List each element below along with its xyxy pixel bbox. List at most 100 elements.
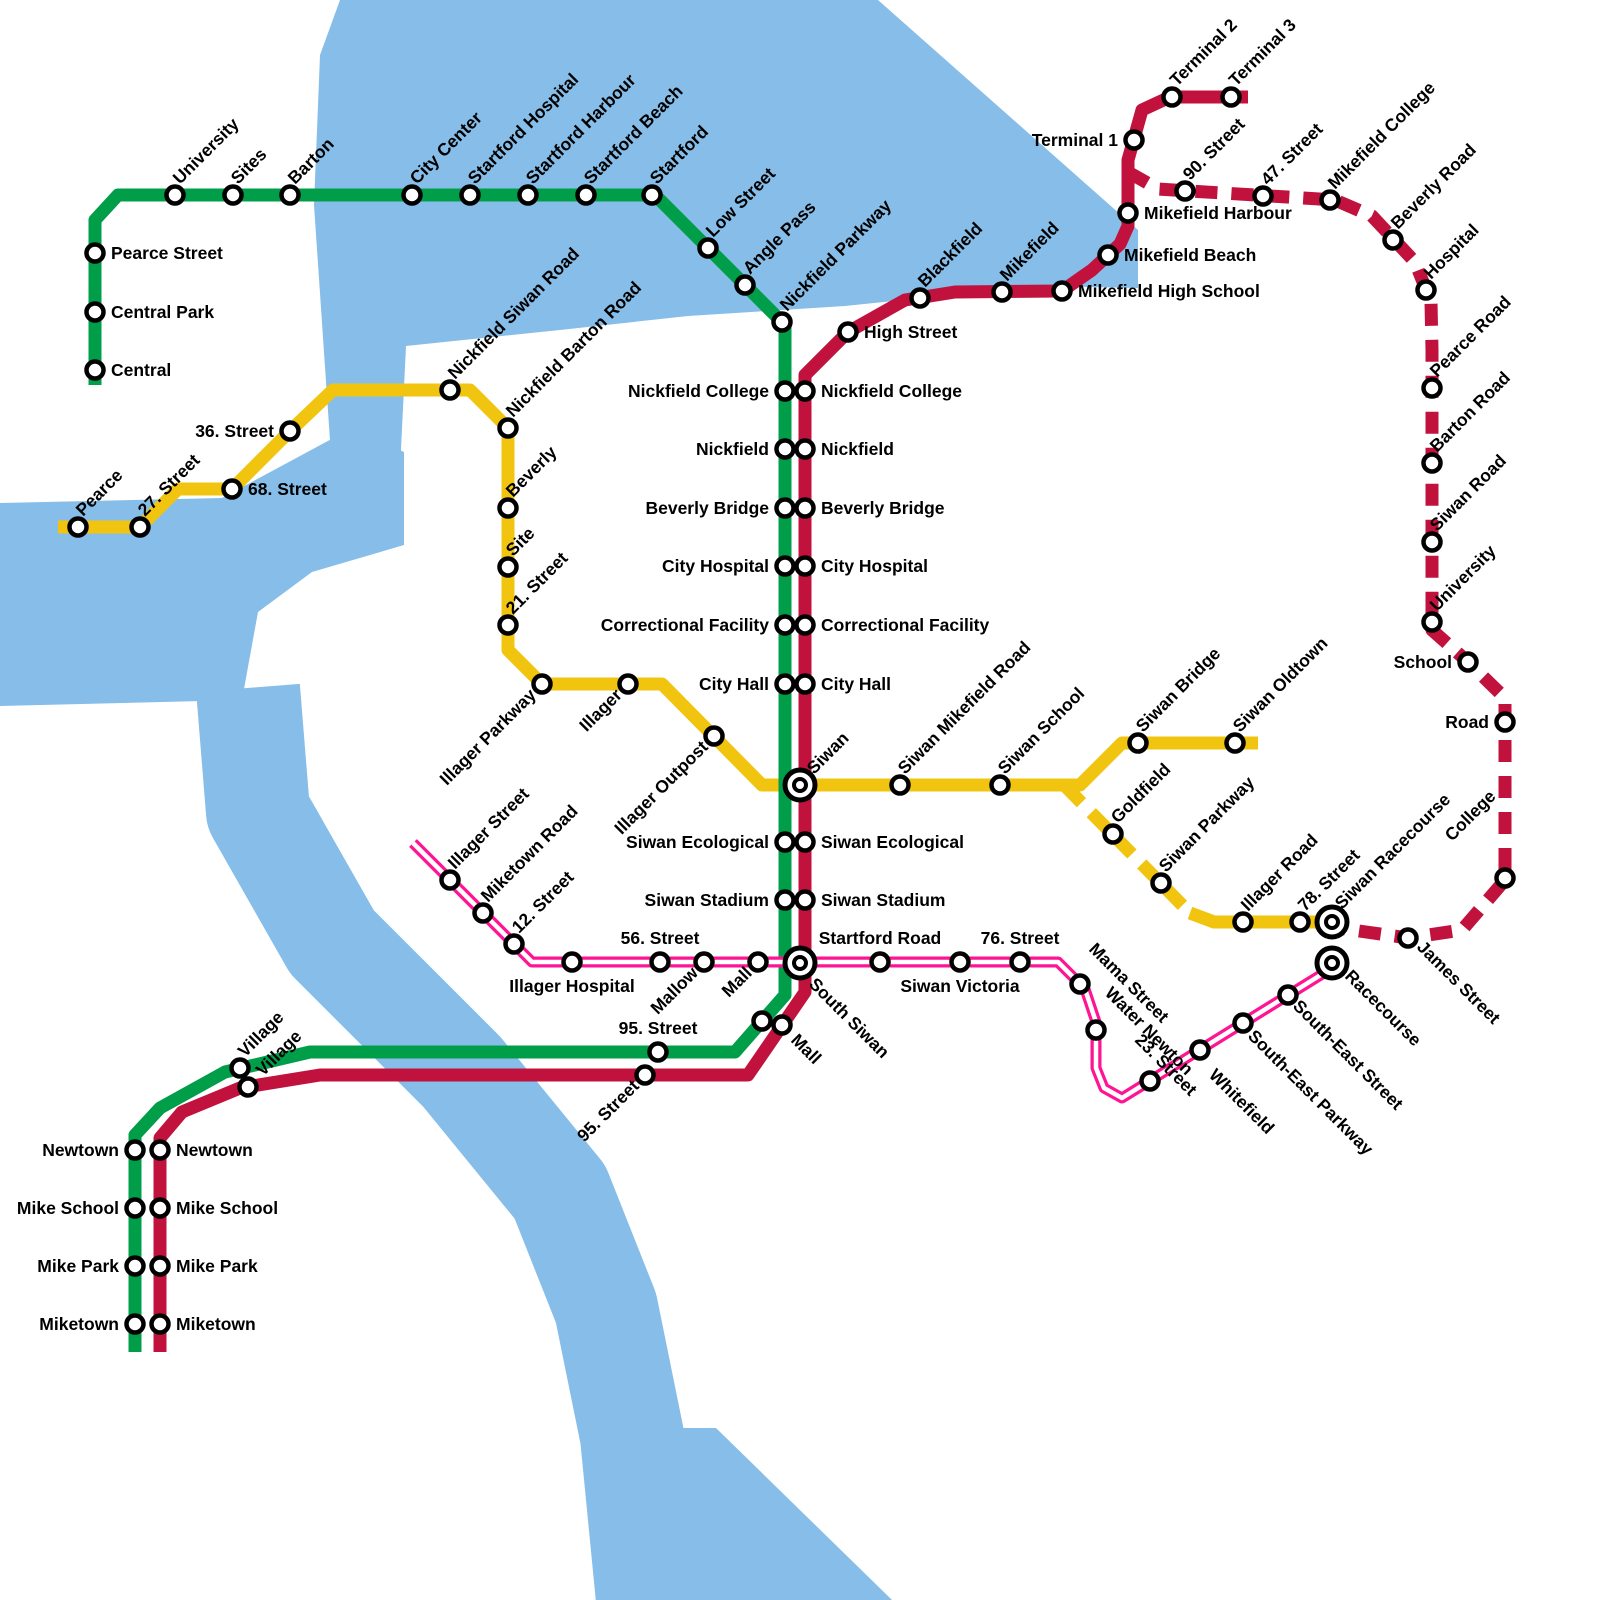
label-nickfield-green: Nickfield (696, 439, 769, 459)
station-56-street-pink (649, 951, 671, 973)
station-siwan-ecological-red (794, 831, 816, 853)
station-76-street-pink (1009, 951, 1031, 973)
label-mike-park-red: Mike Park (176, 1256, 258, 1276)
station-beverly-bridge-red (794, 497, 816, 519)
label-miketown-green: Miketown (39, 1314, 119, 1334)
station-siwan-bridge-yellow (1127, 732, 1149, 754)
station-mall-red (771, 1014, 793, 1036)
station-beverly-yellow (497, 497, 519, 519)
label-nickfield-red: Nickfield (821, 439, 894, 459)
yellow-line-seg-2 (1061, 782, 1195, 918)
station-siwan-school-yellow (989, 774, 1011, 796)
label-road-red: Road (1445, 712, 1489, 732)
station-village-green (229, 1057, 251, 1079)
station-startford-hospital-green (459, 184, 481, 206)
river-area-1 (314, 0, 1138, 470)
label-36-street-yellow: 36. Street (195, 421, 274, 441)
label-correctional-facility-red: Correctional Facility (821, 615, 990, 635)
label-mike-school-red: Mike School (176, 1198, 278, 1218)
station-illager-yellow (617, 673, 639, 695)
label-pearce-street-green: Pearce Street (111, 243, 223, 263)
interchange-core-siwan-racecourse-hub (1324, 914, 1340, 930)
station-south-east-parkway-pink (1232, 1012, 1254, 1034)
station-siwan-road-red (1421, 531, 1443, 553)
station-city-hall-red (794, 673, 816, 695)
station-terminal-2-red (1161, 86, 1183, 108)
stations (67, 86, 1516, 1335)
station-startford-road-pink (869, 951, 891, 973)
station-mike-school-green (124, 1197, 146, 1219)
label-siwan-stadium-green: Siwan Stadium (645, 890, 769, 910)
station-miketown-road-pink (472, 902, 494, 924)
label-siwan-stadium-red: Siwan Stadium (821, 890, 945, 910)
station-nickfield-barton-road-yellow (497, 417, 519, 439)
label-school-red: School (1394, 652, 1452, 672)
label-terminal-1-red: Terminal 1 (1032, 130, 1119, 150)
station-23-street-pink (1139, 1070, 1161, 1092)
station-village-red (237, 1076, 259, 1098)
station-mike-school-red (149, 1197, 171, 1219)
station-university-green (164, 184, 186, 206)
station-mikefield-high-school-red (1051, 280, 1073, 302)
station-terminal-1-red (1123, 129, 1145, 151)
label-mikefield-beach-red: Mikefield Beach (1124, 245, 1256, 265)
interchange-core-racecourse-hub (1324, 955, 1340, 971)
label-mikefield-high-school-red: Mikefield High School (1078, 281, 1260, 301)
station-mama-street-pink (1069, 973, 1091, 995)
station-78-street-yellow (1289, 911, 1311, 933)
station-siwan-stadium-green (774, 889, 796, 911)
station-illager-road-yellow (1232, 911, 1254, 933)
label-city-hall-red: City Hall (821, 674, 891, 694)
station-47-street-red (1252, 185, 1274, 207)
interchange-core-siwan-hub (792, 777, 808, 793)
station-illager-outpost-yellow (703, 725, 725, 747)
station-siwan-mikefield-road-yellow (889, 774, 911, 796)
station-terminal-3-red (1220, 86, 1242, 108)
station-68-street-yellow (221, 478, 243, 500)
label-city-hall-green: City Hall (699, 674, 769, 694)
station-mallow-pink (693, 951, 715, 973)
station-correctional-facility-green (774, 614, 796, 636)
label-56-street-pink: 56. Street (621, 928, 700, 948)
station-city-hospital-green (774, 555, 796, 577)
station-city-center-green (401, 184, 423, 206)
station-james-street-red (1397, 927, 1419, 949)
station-hospital-red (1415, 279, 1437, 301)
station-nickfield-red (794, 438, 816, 460)
station-nickfield-college-green (774, 380, 796, 402)
station-startford-green (641, 184, 663, 206)
station-illager-hospital-pink (561, 951, 583, 973)
station-pearce-road-red (1421, 377, 1443, 399)
station-12-street-pink (503, 933, 525, 955)
label-correctional-facility-green: Correctional Facility (601, 615, 770, 635)
station-mall-pink (747, 951, 769, 973)
station-startford-harbour-green (517, 184, 539, 206)
station-95-street-green (647, 1041, 669, 1063)
river-area-2 (0, 428, 404, 706)
label-newtown-red: Newtown (176, 1140, 253, 1160)
station-barton-road-red (1421, 452, 1443, 474)
station-mike-park-green (124, 1255, 146, 1277)
station-nickfield-siwan-road-yellow (439, 379, 461, 401)
station-goldfield-yellow (1102, 823, 1124, 845)
station-south-east-street-pink (1277, 984, 1299, 1006)
station-illager-parkway-yellow (531, 673, 553, 695)
station-high-street-red (837, 321, 859, 343)
station-95-street-red (634, 1064, 656, 1086)
label-high-street-red: High Street (864, 322, 958, 342)
station-blackfield-red (909, 287, 931, 309)
label-nickfield-college-green: Nickfield College (628, 381, 769, 401)
station-road-red (1494, 711, 1516, 733)
station-nickfield-parkway-green (771, 311, 793, 333)
station-90-street-red (1174, 180, 1196, 202)
label-newtown-green: Newtown (42, 1140, 119, 1160)
station-miketown-green (124, 1313, 146, 1335)
river-channel-1 (196, 683, 700, 1600)
station-mikefield-college-red (1319, 189, 1341, 211)
station-illager-street-pink (439, 869, 461, 891)
station-college-red (1494, 867, 1516, 889)
station-school-red (1457, 651, 1479, 673)
station-city-hall-green (774, 673, 796, 695)
